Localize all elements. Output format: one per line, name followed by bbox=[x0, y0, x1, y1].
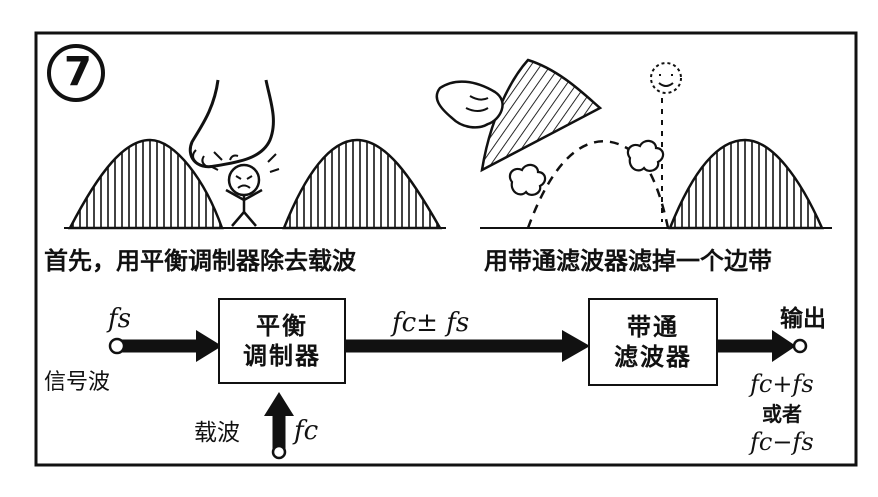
signal-name-label: 信号波 bbox=[44, 370, 111, 395]
hand-drawing bbox=[435, 80, 504, 129]
output-terminal bbox=[792, 338, 808, 354]
signal-input-arrowhead bbox=[196, 330, 222, 362]
carrier-input-arrowhead bbox=[264, 392, 294, 416]
carrier-figure-face bbox=[235, 175, 253, 189]
panel-number: 7 bbox=[64, 49, 92, 95]
output-upper-label: fc+fs bbox=[750, 370, 814, 398]
middle-signal-arrowhead bbox=[562, 330, 590, 362]
left-sideband-hump-upper bbox=[282, 138, 443, 230]
caption-right: 用带通滤波器滤掉一个边带 bbox=[484, 247, 772, 275]
carrier-symbol-label: fc bbox=[294, 416, 319, 446]
output-or-label: 或者 bbox=[762, 402, 802, 426]
carrier-input-terminal bbox=[271, 444, 287, 460]
caption-left: 首先，用平衡调制器除去载波 bbox=[44, 247, 356, 275]
carrier-figure-head bbox=[227, 163, 261, 197]
output-arrowhead bbox=[772, 330, 796, 362]
bandpass-filter-block: 带通 滤波器 bbox=[588, 298, 718, 386]
carrier-name-label: 载波 bbox=[194, 420, 240, 446]
removed-sideband-scoop bbox=[480, 58, 603, 173]
panel-number-circle bbox=[47, 44, 105, 102]
balanced-modulator-block: 平衡 调制器 bbox=[218, 298, 346, 384]
impact-lines bbox=[209, 151, 280, 173]
modulator-label-line2: 调制器 bbox=[243, 342, 321, 370]
mid-signal-label: fc± fs bbox=[392, 308, 470, 338]
foot-drawing bbox=[188, 79, 275, 169]
thrown-trajectory bbox=[526, 140, 631, 229]
remaining-sideband-hump bbox=[668, 138, 824, 230]
dust-puff-left bbox=[508, 163, 547, 196]
output-label: 输出 bbox=[780, 306, 826, 332]
panel-frame bbox=[34, 31, 858, 467]
smiley-face bbox=[658, 74, 674, 87]
filter-label-line2: 滤波器 bbox=[614, 343, 692, 371]
left-sideband-hump-lower bbox=[67, 138, 224, 230]
filter-label-line1: 带通 bbox=[627, 313, 679, 341]
foot-toes bbox=[192, 149, 239, 167]
modulator-label-line1: 平衡 bbox=[256, 312, 308, 340]
signal-input-terminal bbox=[108, 337, 126, 355]
hand-fingers bbox=[465, 95, 489, 112]
output-lower-label: fc−fs bbox=[750, 428, 814, 456]
dust-puff-right bbox=[626, 139, 665, 172]
smiley-head bbox=[650, 62, 682, 94]
signal-symbol-label: fs bbox=[108, 304, 131, 334]
carrier-figure-body bbox=[225, 188, 263, 227]
